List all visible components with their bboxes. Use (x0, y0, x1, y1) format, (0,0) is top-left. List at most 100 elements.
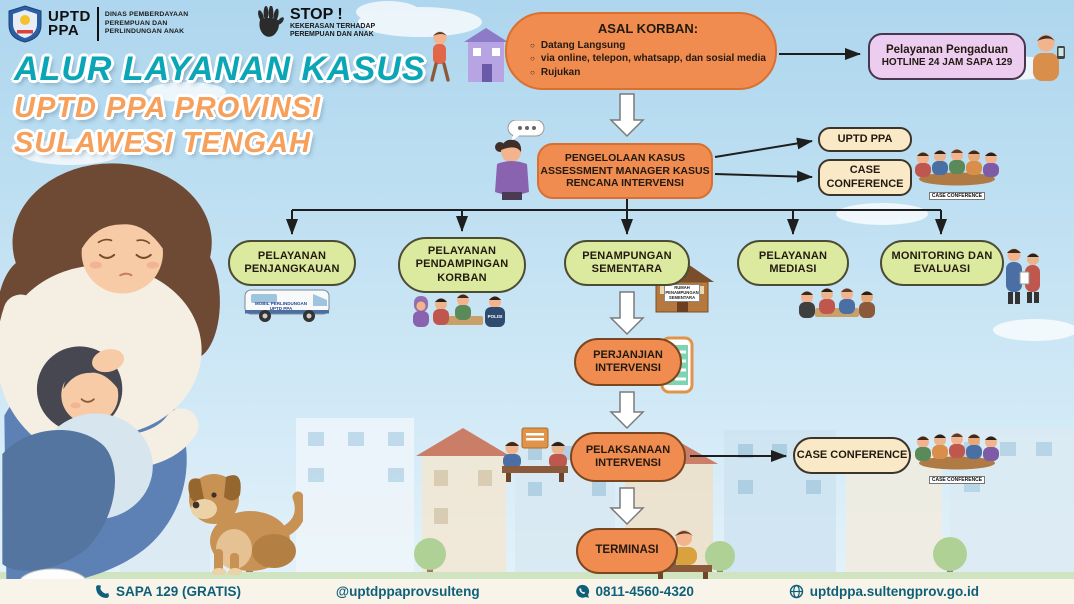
house-label-line: PENAMPUNGAN (665, 289, 699, 295)
dept-line: PEREMPUAN DAN (104, 19, 168, 27)
dept-line: PERLINDUNGAN ANAK (104, 28, 185, 36)
asal-korban-item-text: Rujukan (540, 66, 581, 78)
footer-whatsapp-label: 0811-4560-4320 (595, 584, 694, 599)
footer-website-label: uptdppa.sultengprov.go.id (809, 584, 980, 599)
service-label-line: PELAYANAN (257, 249, 327, 262)
polisi-label: POLISI (487, 314, 503, 319)
asal-korban-title: ASAL KORBAN: (597, 20, 699, 36)
phone-icon (96, 585, 109, 598)
asal-korban-item: ○ Rujukan (530, 67, 766, 79)
bullet-circle-icon: ○ (530, 54, 535, 64)
footer-whatsapp: 0811-4560-4320 (575, 584, 694, 599)
page-subtitle-line1: UPTD PPA PROVINSI (14, 92, 322, 124)
hotline-sapa129-box: Pelayanan Pengaduan HOTLINE 24 JAM SAPA … (868, 33, 1026, 80)
hotline-line2: HOTLINE 24 JAM SAPA 129 (881, 57, 1013, 69)
service-label-line: PENDAMPINGAN (415, 258, 509, 271)
case-conference-box-bottom: CASE CONFERENCE (793, 437, 911, 474)
uptd-ppa-box: UPTD PPA (818, 127, 912, 152)
logo-acronym-line1: UPTD (48, 7, 91, 25)
footer-instagram-handle: @uptdppaprovsulteng (336, 584, 480, 599)
service-label-line: EVALUASI (913, 263, 971, 275)
asal-korban-item-text: via online, telepon, whatsapp, dan sosia… (540, 53, 766, 65)
footer-sapa129-label: SAPA 129 (GRATIS) (115, 584, 241, 599)
asal-korban-item: ○ via online, telepon, whatsapp, dan sos… (530, 53, 766, 65)
asal-korban-item-text: Datang Langsung (540, 39, 626, 51)
bullet-circle-icon: ○ (530, 67, 535, 77)
uptd-ppa-label: UPTD PPA (837, 132, 893, 145)
logo-department-name: DINAS PEMBERDAYAAN PEREMPUAN DAN PERLIND… (105, 11, 189, 36)
pengelolaan-kasus-box: PENGELOLAAN KASUS ASSESSMENT MANAGER KAS… (537, 143, 713, 199)
perjanjian-line: PERJANJIAN (593, 348, 663, 361)
victim-assistance-illustration: POLISI (405, 292, 517, 339)
pengelolaan-line: PENGELOLAAN KASUS (564, 152, 686, 165)
service-oval-mediasi: PELAYANAN MEDIASI (737, 240, 849, 286)
service-label-line: SEMENTARA (591, 263, 663, 275)
case-conference-line2: CONFERENCE (826, 177, 904, 190)
service-label-line: PENAMPUNGAN (582, 249, 672, 262)
service-oval-penjangkauan: PELAYANAN PENJANGKAUAN (228, 240, 356, 286)
pelaksanaan-line: PELAKSANAAN (585, 443, 671, 456)
service-label-line: KORBAN (437, 271, 487, 284)
case-conference-line1: CASE (849, 164, 881, 177)
mother-child-illustration (0, 163, 220, 601)
monitoring-staff-illustration (1006, 248, 1040, 304)
stop-subtitle-line1: KEKERASAN TERHADAP (290, 22, 376, 30)
pengelolaan-line: RENCANA INTERVENSI (566, 177, 684, 190)
service-oval-penampungan: PENAMPUNGAN SEMENTARA (564, 240, 690, 286)
page-title: ALUR LAYANAN KASUS (14, 50, 426, 88)
service-label-line: MEDIASI (769, 263, 817, 275)
pelaksanaan-intervensi-oval: PELAKSANAAN INTERVENSI (570, 432, 686, 482)
protection-van-illustration: MOBIL PERLINDUNGAN UPTD PPA (243, 284, 338, 329)
house-label-line: SEMENTARA (668, 294, 696, 300)
service-label-line: PELAYANAN (758, 249, 828, 262)
footer-sapa129: SAPA 129 (GRATIS) (95, 584, 241, 599)
case-conference-label: CASE CONFERENCE (796, 448, 908, 461)
service-oval-pendampingan: PELAYANAN PENDAMPINGAN KORBAN (398, 237, 526, 293)
mediation-meeting-illustration (799, 288, 875, 318)
stop-subtitle-line2: PEREMPUAN DAN ANAK (290, 31, 374, 38)
service-label-line: PENJANGKAUAN (244, 263, 340, 275)
case-conference-caption: CASE CONFERENCE (928, 476, 986, 484)
logo-acronym: UPTD PPA (48, 7, 91, 39)
stop-title: STOP ! (290, 5, 343, 23)
van-label-line: MOBIL PERLINDUNGAN (255, 301, 307, 306)
pengelolaan-line: ASSESSMENT MANAGER KASUS (540, 164, 710, 177)
hotline-operator-illustration (1033, 34, 1065, 81)
footer-contact-bar: SAPA 129 (GRATIS) @uptdppaprovsulteng 08… (0, 579, 1074, 604)
van-label-line: UPTD PPA (269, 306, 293, 312)
dept-line: DINAS PEMBERDAYAAN (104, 11, 189, 19)
bullet-circle-icon: ○ (530, 40, 535, 50)
stop-violence-badge: STOP ! KEKERASAN TERHADAP PEREMPUAN DAN … (254, 6, 375, 40)
meeting-group-icon (915, 433, 999, 470)
logo-divider (96, 7, 99, 41)
case-conference-box-top: CASE CONFERENCE (818, 159, 912, 196)
service-oval-monitoring: MONITORING DAN EVALUASI (880, 240, 1004, 286)
service-label-line: PELAYANAN (427, 245, 497, 258)
asal-korban-item: ○ Datang Langsung (530, 40, 766, 52)
intervention-session-illustration (502, 427, 568, 482)
walk-in-victim-illustration (430, 28, 508, 82)
perjanjian-intervensi-oval: PERJANJIAN INTERVENSI (574, 338, 682, 386)
van-icon (244, 289, 330, 322)
hotline-line1: Pelayanan Pengaduan (885, 43, 1009, 56)
meeting-group-icon (915, 149, 999, 186)
logo-acronym-line2: PPA (48, 22, 80, 39)
terminasi-oval: TERMINASI (576, 528, 678, 574)
footer-instagram-label: @uptdppaprovsulteng (335, 584, 480, 599)
page-subtitle-line2: SULAWESI TENGAH (14, 127, 311, 159)
case-conference-caption: CASE CONFERENCE (928, 192, 986, 200)
handprint-icon (258, 6, 284, 37)
asal-korban-box: ASAL KORBAN: ○ Datang Langsung ○ via onl… (505, 12, 777, 90)
service-label-line: MONITORING DAN (891, 249, 993, 262)
case-conference-group-top: CASE CONFERENCE (910, 146, 1004, 200)
terminasi-label: TERMINASI (595, 544, 659, 557)
dog-illustration (188, 474, 303, 575)
globe-icon (789, 584, 803, 599)
assistance-meeting-icon (413, 294, 505, 327)
perjanjian-line: INTERVENSI (595, 362, 661, 374)
footer-website: uptdppa.sultengprov.go.id (789, 584, 979, 599)
agency-logo-cluster: UPTD PPA DINAS PEMBERDAYAAN PEREMPUAN DA… (8, 5, 188, 43)
